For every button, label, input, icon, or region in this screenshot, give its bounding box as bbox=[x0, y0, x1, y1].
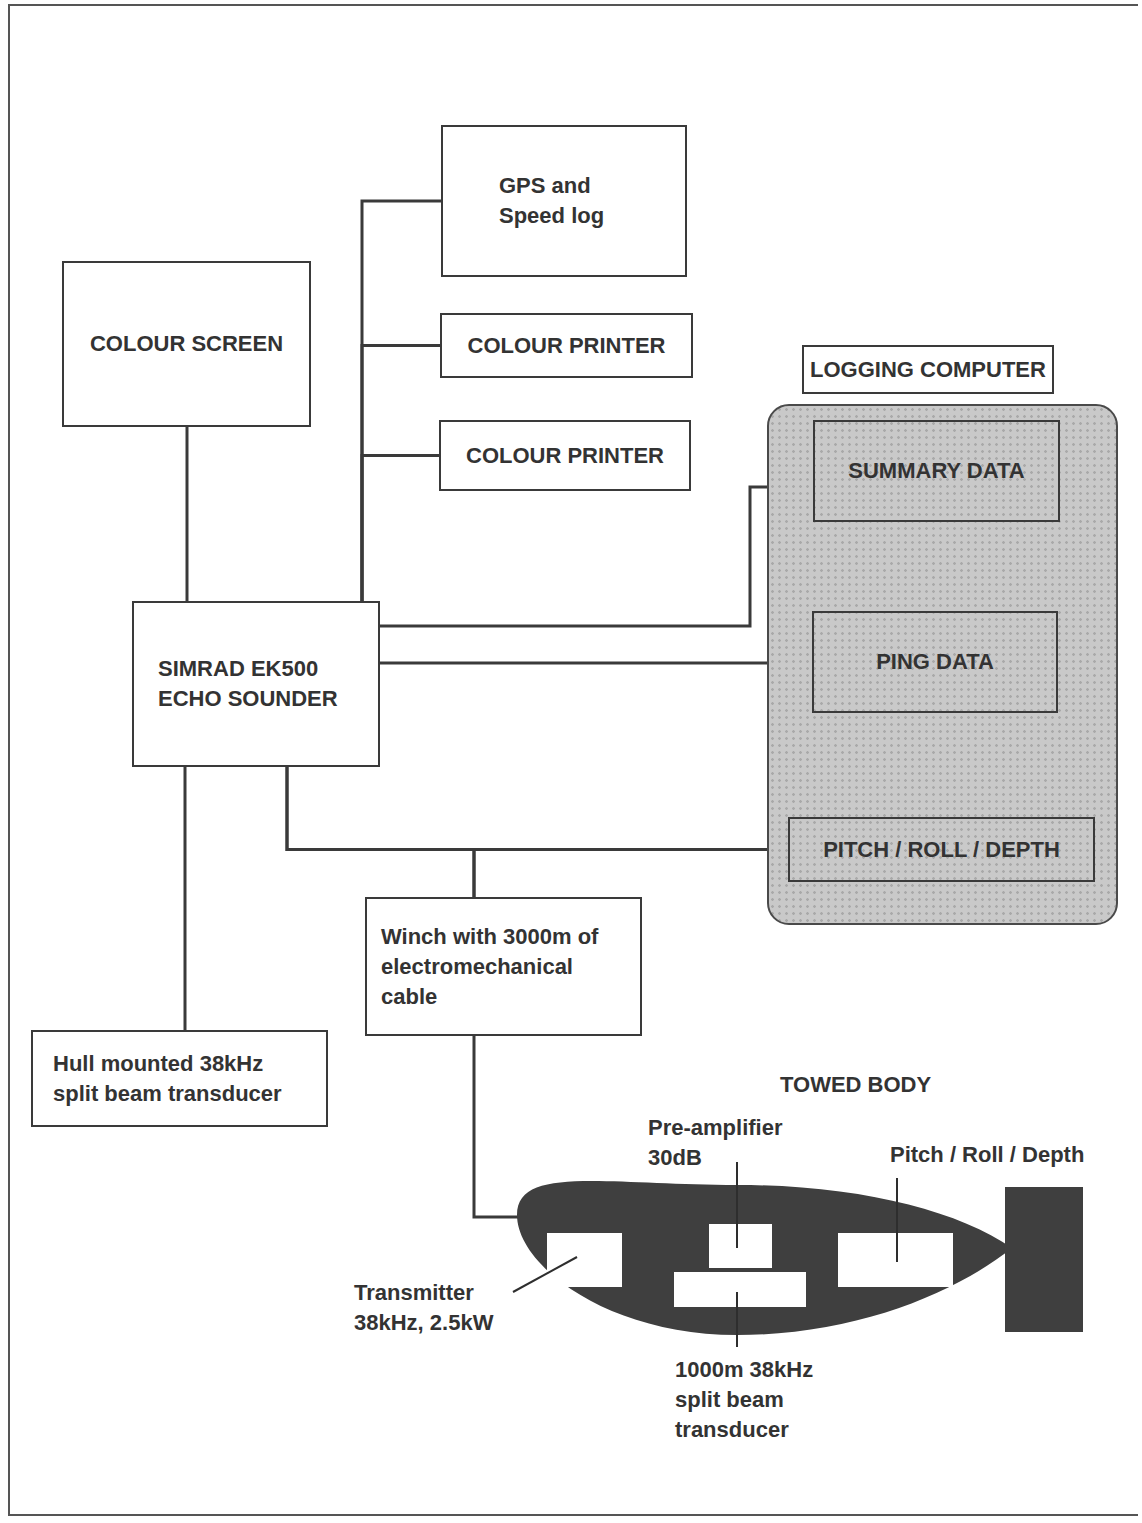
connector-line bbox=[362, 201, 441, 601]
box-text-group: SIMRAD EK500 ECHO SOUNDER bbox=[158, 654, 354, 714]
box-text-group: PING DATA bbox=[876, 647, 994, 677]
box-label: SIMRAD EK500 ECHO SOUNDER bbox=[158, 654, 354, 714]
box-label: SUMMARY DATA bbox=[848, 456, 1024, 486]
process-box: GPS and Speed log bbox=[441, 125, 687, 277]
box-label: COLOUR PRINTER bbox=[466, 441, 664, 471]
logging-computer-panel: LOGGING COMPUTER SUMMARY DATA PING DATA PIT… bbox=[767, 345, 1118, 925]
box-label: COLOUR PRINTER bbox=[468, 331, 666, 361]
connector-line bbox=[186, 427, 189, 601]
process-box: SUMMARY DATA bbox=[813, 420, 1060, 522]
box-text-group: GPS and Speed log bbox=[499, 171, 629, 231]
callout-label: Pre-amplifier 30dB bbox=[648, 1113, 818, 1173]
connector-line bbox=[380, 487, 813, 626]
process-box: Hull mounted 38kHz split beam transducer bbox=[31, 1030, 328, 1127]
towed-body-heading: TOWED BODY bbox=[780, 1070, 931, 1100]
connector-line bbox=[362, 346, 440, 602]
connector-line bbox=[184, 767, 187, 1030]
box-label: COLOUR SCREEN bbox=[90, 329, 283, 359]
towed-body: TOWED BODY bbox=[517, 1070, 1083, 1335]
box-text-group: PITCH / ROLL / DEPTH bbox=[823, 835, 1060, 865]
process-box: COLOUR SCREEN bbox=[62, 261, 311, 427]
callout-label: Pitch / Roll / Depth bbox=[890, 1140, 1084, 1170]
process-box: Winch with 3000m of electromechanical ca… bbox=[365, 897, 642, 1036]
connector-line bbox=[474, 1036, 519, 1217]
box-text-group: Winch with 3000m of electromechanical ca… bbox=[381, 922, 616, 1012]
panel-heading: LOGGING COMPUTER bbox=[810, 355, 1046, 385]
process-box: PING DATA bbox=[812, 611, 1058, 713]
towed-body-drawing bbox=[517, 1070, 1083, 1335]
box-label: GPS and Speed log bbox=[499, 171, 629, 231]
connector-line bbox=[380, 662, 812, 665]
box-label: PITCH / ROLL / DEPTH bbox=[823, 835, 1060, 865]
box-text-group: COLOUR PRINTER bbox=[468, 331, 666, 361]
box-text-group: Hull mounted 38kHz split beam transducer bbox=[53, 1049, 303, 1109]
process-box: PITCH / ROLL / DEPTH bbox=[788, 817, 1095, 882]
connector-line bbox=[474, 850, 788, 898]
box-label: PING DATA bbox=[876, 647, 994, 677]
box-label: Hull mounted 38kHz split beam transducer bbox=[53, 1049, 303, 1109]
callout-label: Transmitter 38kHz, 2.5kW bbox=[354, 1278, 519, 1338]
box-text-group: COLOUR SCREEN bbox=[90, 329, 283, 359]
process-box: COLOUR PRINTER bbox=[440, 313, 693, 378]
connector-line bbox=[287, 767, 788, 850]
box-text-group: SUMMARY DATA bbox=[848, 456, 1024, 486]
connector-line bbox=[287, 767, 474, 897]
connector-line bbox=[362, 456, 439, 602]
box-label: Winch with 3000m of electromechanical ca… bbox=[381, 922, 616, 1012]
process-box: SIMRAD EK500 ECHO SOUNDER bbox=[132, 601, 380, 767]
box-text-group: COLOUR PRINTER bbox=[466, 441, 664, 471]
callout-label: 1000m 38kHz split beam transducer bbox=[675, 1355, 845, 1445]
panel-heading-box: LOGGING COMPUTER bbox=[802, 345, 1054, 394]
process-box: COLOUR PRINTER bbox=[439, 420, 691, 491]
